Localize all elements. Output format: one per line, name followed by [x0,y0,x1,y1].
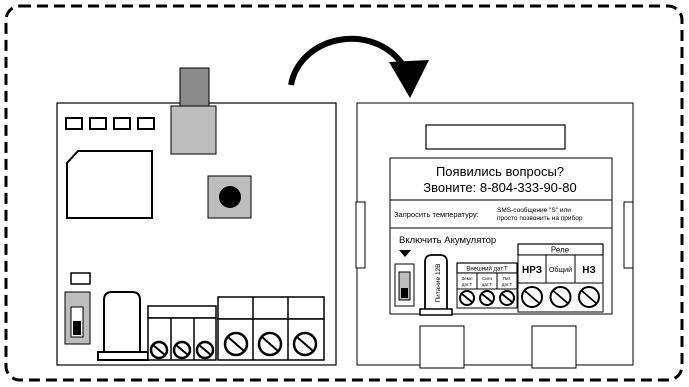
right-side-tab [623,201,634,269]
screw-icon [549,286,572,308]
top-window [425,124,566,150]
screw-icon [479,290,495,306]
temperature-hint-line2: просто позвонить на прибор [497,214,583,222]
left-side-tab [355,201,366,269]
relay-common-label: Общий [549,266,572,274]
temperature-row [389,199,613,229]
temperature-label: Запросить температуру: [394,210,479,219]
screw-icon [257,331,283,357]
screw-icon [459,290,475,306]
contact-box [389,157,613,201]
small-led [70,272,91,285]
battery-switch [64,291,91,345]
temperature-hint-line1: SMS-сообщение "S" или [497,206,571,214]
dashed-frame [4,4,684,382]
screw-icon [499,290,515,306]
relay-no-label: НЗ [582,265,596,276]
screw-icon [223,331,249,357]
power-sensor-label: Пит. [503,276,512,281]
screw-icon [172,340,192,360]
relay-nc-label: НРЗ [522,265,542,276]
signal-sensor-label: Сигн [482,276,492,281]
external-sensor-label: Внешний дат.T [466,266,508,273]
screw-icon [292,331,318,357]
relay-terminals: Реле НРЗ Общий НЗ [517,243,604,313]
relay-terminal-block [217,296,325,361]
flip-arrow-icon [288,35,429,98]
arrow-down-icon [399,250,411,257]
screw-icon [521,286,543,308]
power-sensor-label-line2: дат.Т [502,282,513,287]
led-row [65,117,155,130]
screw-icon [149,340,169,360]
ground-sensor-label-line2: дат.Т [462,282,473,287]
push-button [207,175,252,219]
antenna-connector [170,67,217,155]
screw-icon [195,340,215,360]
circuit-board [56,67,337,366]
phone-number: Звоните: 8-804-333-90-80 [423,180,576,195]
ground-sensor-label: Земл [462,276,473,281]
panel-power-jack: Питание 12В [419,254,453,316]
external-sensor-terminals: Внешний дат.T Земл дат.Т Сигн дат.Т Пит.… [456,262,518,309]
power-jack [97,291,149,361]
question-header: Появились вопросы? [436,164,564,179]
bottom-opening-right [531,325,577,369]
relay-label: Реле [551,246,570,255]
panel-battery-switch [394,263,415,307]
sensor-terminal-block [147,305,217,361]
battery-switch-label: Включить Акумулятор [399,235,496,246]
power-label: Питание 12В [435,263,442,302]
bottom-opening-left [419,325,465,369]
screw-icon [578,286,600,308]
front-panel: Появились вопросы? Звоните: 8-804-333-90… [355,102,634,369]
sim-holder [66,150,153,219]
signal-sensor-label-line2: дат.Т [482,282,493,287]
